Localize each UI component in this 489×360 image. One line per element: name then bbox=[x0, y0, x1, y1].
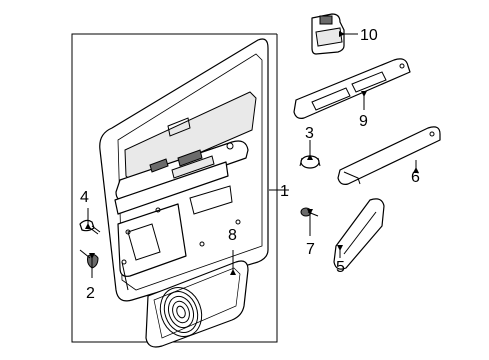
callout-8: 8 bbox=[228, 227, 237, 244]
window-switch bbox=[311, 13, 345, 55]
callout-6: 6 bbox=[411, 169, 420, 186]
callout-9: 9 bbox=[359, 113, 368, 130]
callout-5: 5 bbox=[336, 259, 345, 276]
callout-7: 7 bbox=[306, 241, 315, 258]
speaker-grille bbox=[145, 260, 249, 348]
callout-3: 3 bbox=[305, 125, 314, 142]
callout-1: 1 bbox=[280, 183, 289, 200]
armrest-base bbox=[337, 126, 441, 185]
switch-bezel bbox=[293, 58, 411, 119]
callout-2: 2 bbox=[86, 285, 95, 302]
retainer-clip bbox=[299, 155, 321, 169]
assembly-frame bbox=[71, 33, 278, 343]
clip-fastener bbox=[79, 249, 99, 269]
screw-fastener bbox=[79, 219, 101, 235]
pull-handle bbox=[333, 198, 385, 270]
door-trim-panel bbox=[99, 38, 269, 302]
callout-10: 10 bbox=[360, 27, 378, 44]
leader-lines bbox=[85, 31, 419, 278]
callout-4: 4 bbox=[80, 189, 89, 206]
